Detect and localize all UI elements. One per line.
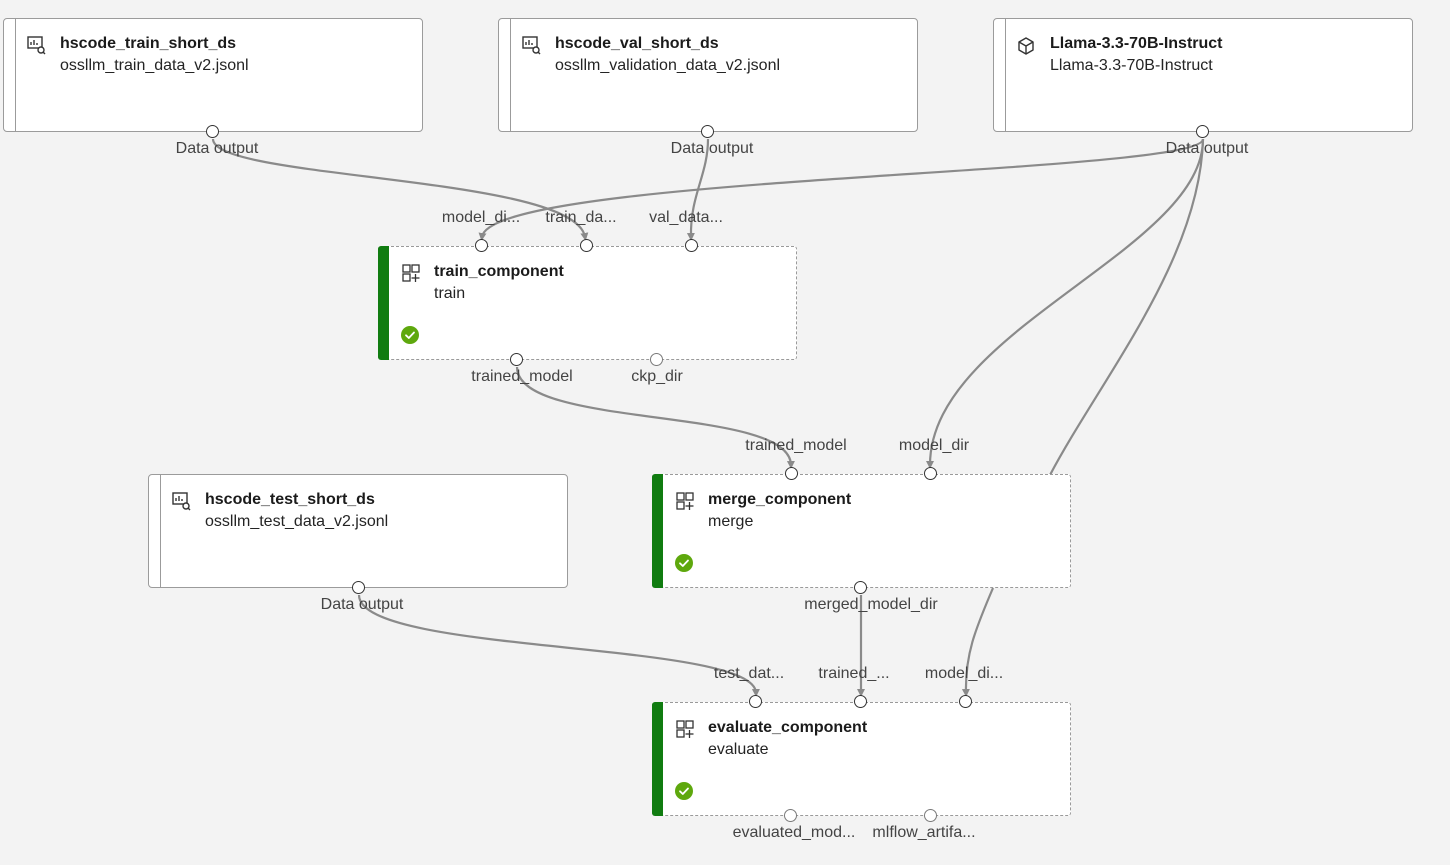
node-title: train_component [434,263,564,280]
output-port-merged-model-dir[interactable] [854,581,867,594]
input-port-label: val_data... [649,209,723,226]
output-port-evaluated-model[interactable] [784,809,797,822]
port-label: Data output [175,140,259,157]
node-subtitle: Llama-3.3-70B-Instruct [1050,57,1213,74]
output-port-label: merged_model_dir [804,596,938,613]
node-title: hscode_val_short_ds [555,35,719,52]
edge-model-to-merge-model-dir [926,138,1205,469]
input-port-train-data[interactable] [580,239,593,252]
input-port-label: test_dat... [713,665,785,682]
output-port-model[interactable] [1196,125,1209,138]
node-title: merge_component [708,491,852,508]
input-port-evaluate-test-data[interactable] [749,695,762,708]
node-title: Llama-3.3-70B-Instruct [1050,35,1223,52]
node-subtitle: train [434,285,466,302]
node-subtitle: evaluate [708,741,769,758]
output-port-label: ckp_dir [631,368,683,385]
input-port-train-val-data[interactable] [685,239,698,252]
dataset-icon [172,492,191,511]
dataset-node-val[interactable]: hscode_val_short_ds ossllm_validation_da… [498,18,918,132]
edge-model-to-evaluate-model-dir [1049,138,1205,476]
input-port-merge-trained-model[interactable] [785,467,798,480]
input-port-evaluate-trained[interactable] [854,695,867,708]
output-port-mlflow-artifacts[interactable] [924,809,937,822]
input-port-label: model_dir [898,437,970,454]
input-port-label: model_di... [924,665,1004,682]
output-port-test-ds[interactable] [352,581,365,594]
component-icon [676,720,694,738]
output-port-label: trained_model [471,368,573,385]
input-port-evaluate-model-dir[interactable] [959,695,972,708]
node-subtitle: merge [708,513,754,530]
port-label: Data output [670,140,754,157]
node-subtitle: ossllm_validation_data_v2.jsonl [555,57,781,74]
component-node-train[interactable]: train_component train [378,246,797,360]
port-label: Data output [1165,140,1249,157]
node-subtitle: ossllm_train_data_v2.jsonl [60,57,249,74]
output-port-val-ds[interactable] [701,125,714,138]
input-port-train-model-dir[interactable] [475,239,488,252]
output-port-label: evaluated_mod... [732,824,856,841]
output-port-train-ds[interactable] [206,125,219,138]
success-check-icon [675,782,693,800]
model-cube-icon [1018,37,1034,55]
dataset-icon [27,36,46,55]
success-check-icon [401,326,419,344]
input-port-label: trained_... [818,665,890,682]
output-port-trained-model[interactable] [510,353,523,366]
dataset-node-test[interactable]: hscode_test_short_ds ossllm_test_data_v2… [148,474,568,588]
component-icon [402,264,420,282]
output-port-ckp-dir[interactable] [650,353,663,366]
port-label: Data output [320,596,404,613]
input-port-label: model_di... [441,209,521,226]
edge-test-ds-to-evaluate-test-data [357,594,760,697]
edge-train-ds-to-train-data [211,138,589,241]
dataset-node-train[interactable]: hscode_train_short_ds ossllm_train_data_… [3,18,423,132]
node-title: evaluate_component [708,719,868,736]
component-node-merge[interactable]: merge_component merge [652,474,1071,588]
node-subtitle: ossllm_test_data_v2.jsonl [205,513,389,530]
input-port-merge-model-dir[interactable] [924,467,937,480]
node-title: hscode_test_short_ds [205,491,375,508]
model-node-llama[interactable]: Llama-3.3-70B-Instruct Llama-3.3-70B-Ins… [993,18,1413,132]
output-port-label: mlflow_artifa... [872,824,976,841]
node-title: hscode_train_short_ds [60,35,237,52]
input-port-label: train_da... [545,209,617,226]
component-icon [676,492,694,510]
component-node-evaluate[interactable]: evaluate_component evaluate [652,702,1071,816]
success-check-icon [675,554,693,572]
input-port-label: trained_model [745,437,847,454]
dataset-icon [522,36,541,55]
